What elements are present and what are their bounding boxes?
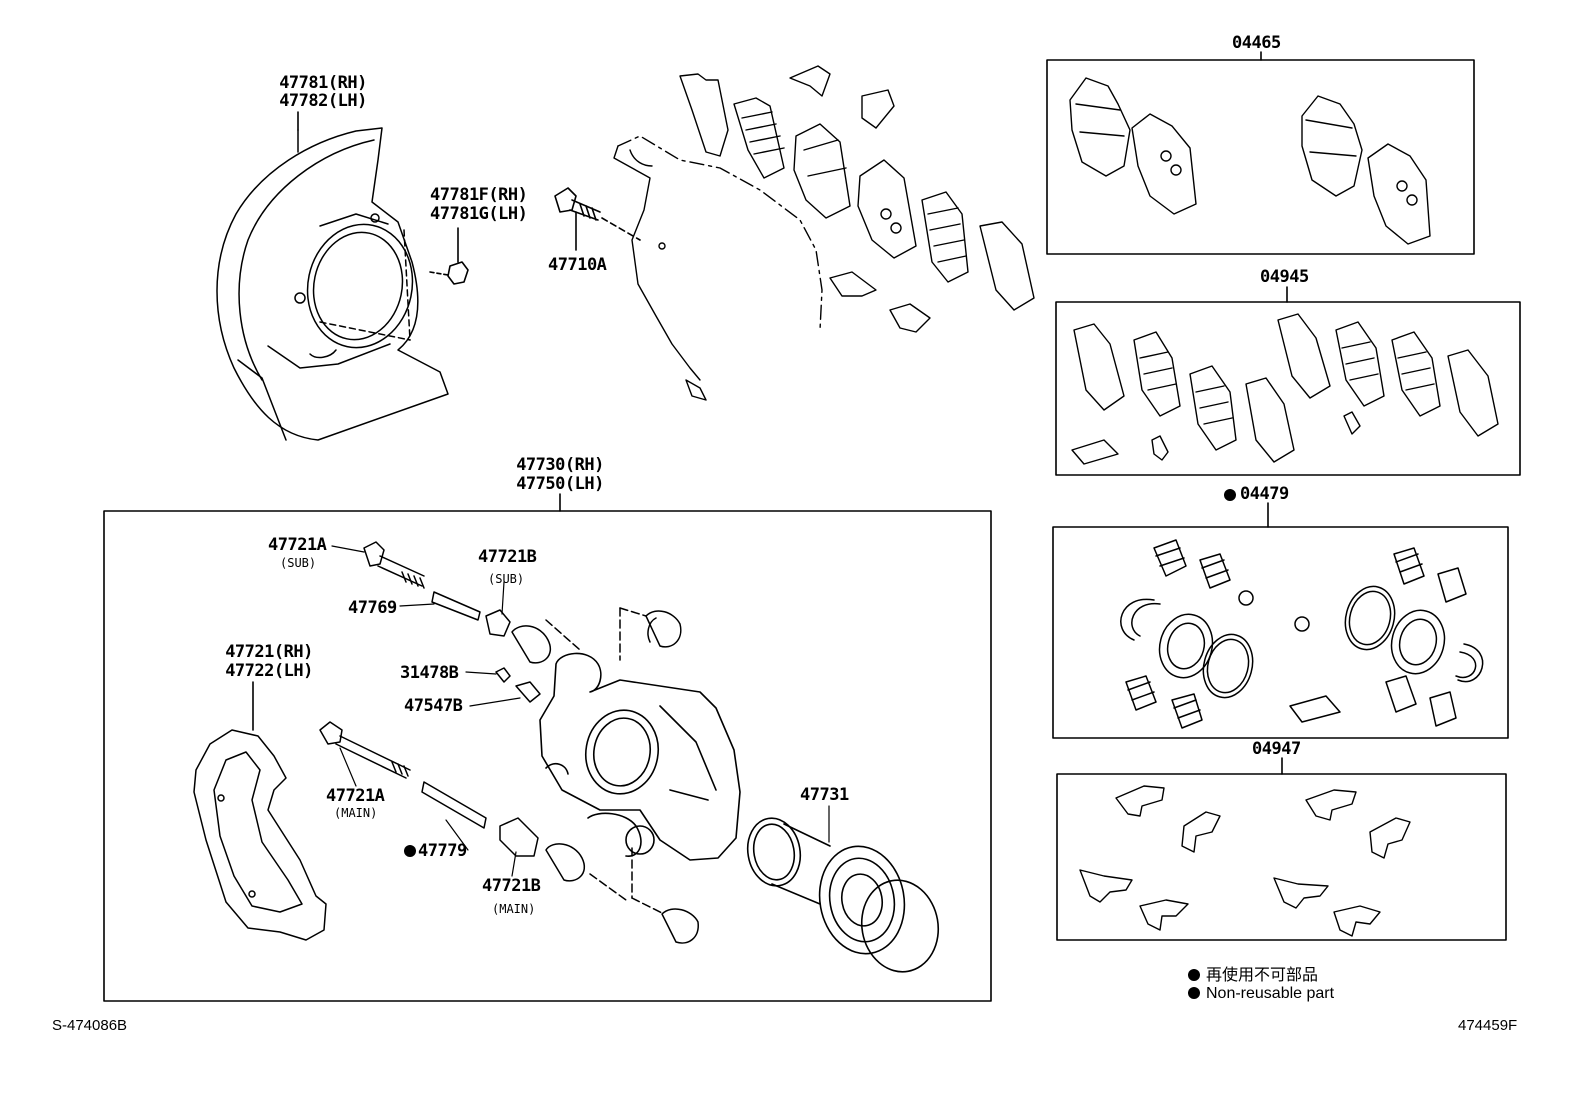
- label-47779: 47779: [418, 841, 467, 861]
- bullet-icon: [1188, 987, 1200, 999]
- label-47750-lh: 47750(LH): [516, 474, 604, 494]
- label-04945: 04945: [1260, 267, 1309, 287]
- caliper-assembly-box: [103, 510, 992, 1002]
- leader-lines: [331, 545, 830, 877]
- label-47781-rh: 47781(RH): [279, 73, 367, 93]
- box-04479: [1052, 526, 1509, 739]
- legend-jp: 再使用不可部品: [1188, 961, 1318, 985]
- torque-plate-outline: [613, 135, 823, 401]
- label-47731: 47731: [800, 785, 849, 805]
- label-47547b: 47547B: [404, 696, 463, 716]
- label-47769: 47769: [348, 598, 397, 618]
- label-47722-lh: 47722(LH): [225, 661, 313, 681]
- pins: [319, 541, 585, 882]
- clips-04947: [1079, 785, 1411, 937]
- top-pads: [679, 65, 1035, 333]
- code-left: S-474086B: [52, 1017, 128, 1034]
- pads-04465: [1069, 77, 1431, 245]
- caliper-body: [539, 652, 741, 861]
- label-47710a: 47710A: [548, 255, 607, 275]
- shims-04945: [1071, 313, 1499, 465]
- code-right: 474459F: [1458, 1017, 1518, 1034]
- label-main-2: (MAIN): [492, 902, 536, 916]
- dust-shield: [216, 127, 449, 441]
- piston: [746, 817, 940, 973]
- label-04465: 04465: [1232, 33, 1281, 53]
- box-04945: [1055, 301, 1521, 476]
- shield-bolt: [429, 227, 469, 285]
- label-47781f-rh: 47781F(RH): [430, 185, 528, 205]
- label-sub-1: (SUB): [280, 556, 317, 570]
- label-47721-rh: 47721(RH): [225, 642, 313, 662]
- label-47721b-sub: 47721B: [478, 547, 537, 567]
- bullet-icon: [1188, 969, 1200, 981]
- legend-en-text: Non-reusable part: [1206, 985, 1335, 1002]
- boots: [545, 607, 699, 944]
- mounting-bolt: [554, 187, 641, 251]
- label-04479: 04479: [1240, 484, 1289, 504]
- legend-en: Non-reusable part: [1188, 985, 1334, 1003]
- box-04947: [1056, 773, 1507, 941]
- label-47721a-main: 47721A: [326, 786, 385, 806]
- label-main-1: (MAIN): [334, 806, 378, 820]
- label-47721a-sub: 47721A: [268, 535, 327, 555]
- label-47730-rh: 47730(RH): [516, 455, 604, 475]
- seal-kit-04479: [1120, 539, 1484, 729]
- label-47721b-main: 47721B: [482, 876, 541, 896]
- label-47781g-lh: 47781G(LH): [430, 204, 528, 224]
- legend-jp-text: 再使用不可部品: [1206, 967, 1319, 984]
- label-31478b: 31478B: [400, 663, 459, 683]
- caliper-bracket: [193, 729, 327, 941]
- label-04947: 04947: [1252, 739, 1301, 759]
- label-47782-lh: 47782(LH): [279, 91, 367, 111]
- label-sub-2: (SUB): [488, 572, 525, 586]
